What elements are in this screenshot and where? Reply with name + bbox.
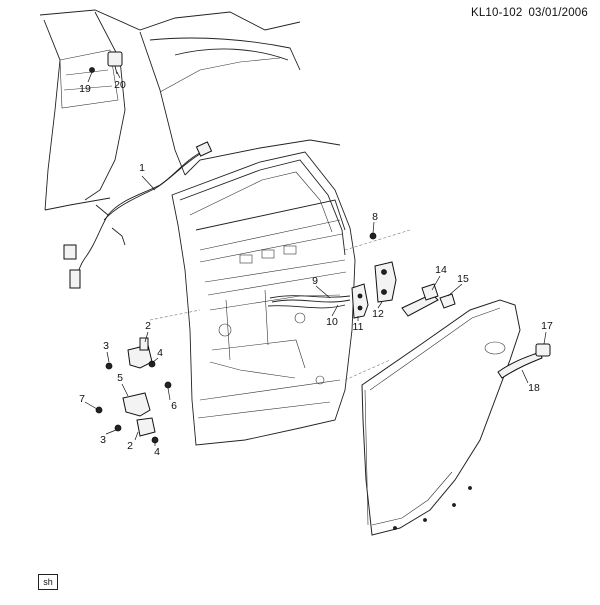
callout-2-upper: 2 [145, 320, 151, 332]
callout-19: 19 [79, 83, 91, 95]
diagram-header: KL10-102 03/01/2006 [465, 7, 588, 19]
wiring-harness [63, 141, 213, 289]
alignment-lines [149, 229, 411, 381]
callout-6: 6 [171, 400, 177, 412]
callout-14: 14 [435, 264, 447, 276]
callout-20: 20 [114, 79, 126, 91]
callout-4-upper: 4 [157, 347, 163, 359]
door-hinges [95, 337, 172, 444]
footer-tag: sh [38, 574, 58, 590]
callout-12: 12 [372, 308, 384, 320]
clip-assembly-19-20 [89, 51, 123, 75]
diagram-code: KL10-102 [470, 7, 523, 19]
callout-8: 8 [372, 211, 378, 223]
door-latch [351, 283, 369, 319]
callout-9: 9 [312, 275, 318, 287]
bolt-8 [369, 232, 377, 240]
callout-7: 7 [79, 393, 85, 405]
callout-10: 10 [326, 316, 338, 328]
vehicle-body-outline [39, 9, 341, 211]
callout-3-lower: 3 [100, 434, 106, 446]
callout-18: 18 [528, 382, 540, 394]
callout-11: 11 [352, 321, 364, 333]
callout-15: 15 [457, 273, 469, 285]
lock-actuator [374, 261, 397, 303]
outside-handle-bracket [401, 283, 456, 317]
diagram-date: 03/01/2006 [528, 7, 588, 19]
callout-1: 1 [139, 162, 145, 174]
door-release-cables [267, 295, 351, 309]
outer-door-panel [361, 299, 521, 536]
callout-17: 17 [541, 320, 553, 332]
callout-5: 5 [117, 372, 123, 384]
outside-door-handle [497, 343, 551, 379]
callout-leaders [84, 71, 547, 446]
door-inner-frame [171, 151, 356, 446]
callout-2-lower: 2 [127, 440, 133, 452]
callout-3-upper: 3 [103, 340, 109, 352]
callout-4-lower: 4 [154, 446, 160, 458]
